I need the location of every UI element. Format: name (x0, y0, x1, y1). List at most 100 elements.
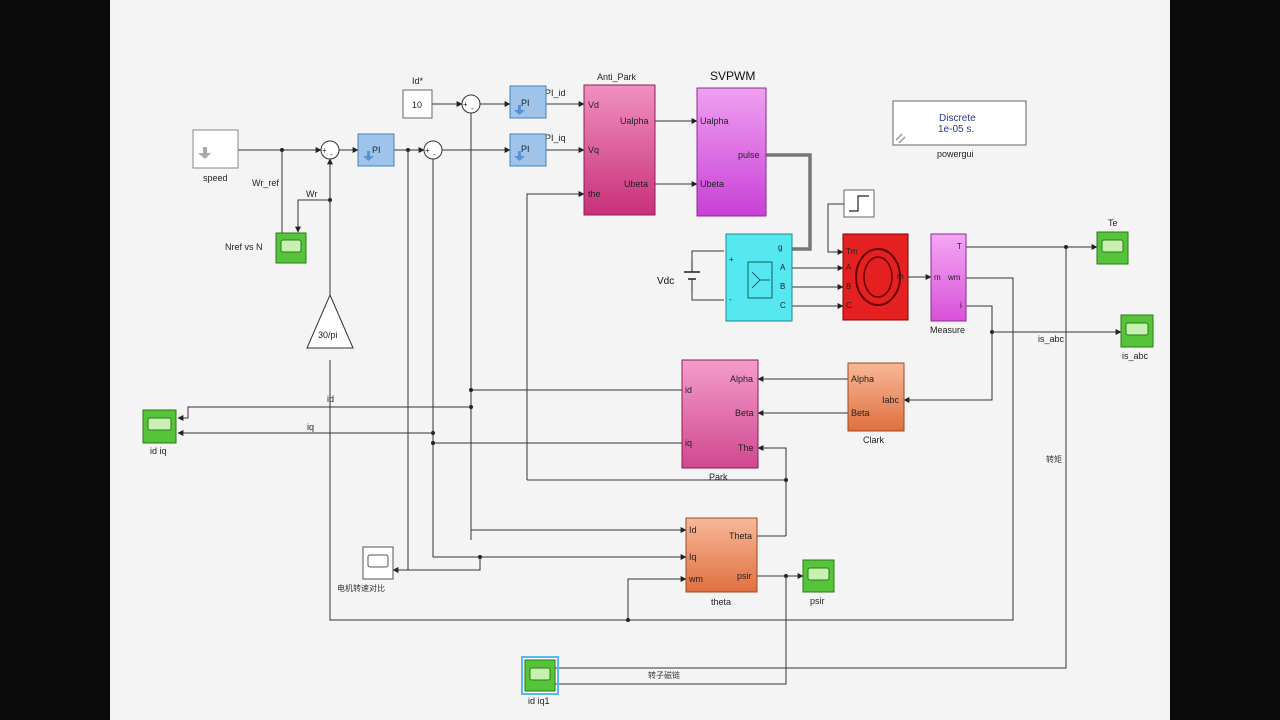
scope-nref-vs-n[interactable]: Nref vs N (225, 232, 307, 264)
theta-port-iq: Iq (689, 552, 697, 562)
scope-nref-vs-n-label: Nref vs N (225, 242, 263, 252)
step-icon (849, 195, 869, 212)
pmsm-motor-block[interactable]: Tm A B C m (842, 233, 909, 321)
inverter-block[interactable]: g A B C + - (725, 233, 793, 322)
anti-park-block[interactable]: Anti_Park Vd Vq the Ualpha Ubeta (583, 72, 656, 216)
igbt-icon (747, 261, 773, 299)
park-port-the: The (738, 443, 754, 453)
motor-port-m: m (897, 272, 904, 281)
clark-title: Clark (863, 435, 885, 445)
theta-block[interactable]: Id Iq wm Theta psir theta (685, 517, 758, 607)
label-id: id (327, 394, 334, 404)
inverter-port-minus: - (729, 295, 732, 304)
powergui-step: 1e-05 s. (938, 124, 974, 135)
label-flux-cn: 转子磁链 (648, 670, 680, 680)
scope-te[interactable]: Te (1096, 218, 1129, 265)
anti-park-port-the: the (588, 189, 601, 199)
motor-port-b: B (846, 282, 851, 291)
label-iq: iq (307, 422, 314, 432)
svpwm-port-ualpha: Ualpha (700, 116, 729, 126)
gain-30-pi[interactable]: 30/pi (306, 293, 354, 349)
label-is-abc: is_abc (1038, 334, 1065, 344)
svg-text:+: + (425, 146, 430, 155)
vdc-label: Vdc (657, 276, 674, 287)
powergui-block[interactable]: Discrete 1e-05 s. powergui (892, 100, 1027, 159)
scope-id-iq-label: id iq (150, 446, 167, 456)
svg-text:+: + (322, 146, 327, 155)
pi-id[interactable]: PI (509, 85, 547, 119)
scope-icon (807, 567, 830, 581)
sum-speed-error[interactable]: +- (320, 140, 340, 160)
motor-icon (855, 248, 901, 306)
anti-park-port-ualpha: Ualpha (620, 116, 649, 126)
svg-text:-: - (433, 150, 436, 159)
id-ref-name: Id* (412, 76, 424, 86)
measure-port-m: m (934, 273, 941, 282)
scope-speed-compare-label: 电机转速对比 (337, 583, 385, 593)
speed-label: speed (203, 173, 228, 183)
anti-park-port-vd: Vd (588, 100, 599, 110)
park-port-alpha: Alpha (730, 374, 753, 384)
scope-id-iq[interactable]: id iq (142, 409, 177, 456)
measure-block[interactable]: m T wm i Measure (930, 233, 967, 335)
motor-port-tm: Tm (846, 247, 858, 256)
sum-id-error[interactable]: +- (461, 94, 481, 114)
park-port-beta: Beta (735, 408, 754, 418)
measure-port-i: i (960, 301, 962, 310)
inverter-port-c: C (780, 301, 786, 310)
anti-park-title: Anti_Park (597, 72, 637, 82)
motor-port-c: C (846, 301, 852, 310)
powergui-label: powergui (937, 149, 974, 159)
inverter-port-g: g (778, 243, 782, 252)
clark-port-beta: Beta (851, 408, 870, 418)
motor-port-a: A (846, 263, 852, 272)
svg-text:+: + (463, 100, 468, 109)
scope-icon (1125, 322, 1149, 336)
label-wr-ref: Wr_ref (252, 178, 279, 188)
inverter-port-b: B (780, 282, 785, 291)
link-icon (895, 133, 906, 144)
scope-icon (1101, 239, 1124, 253)
measure-title: Measure (930, 325, 965, 335)
park-port-id: id (685, 385, 692, 395)
pi-iq[interactable]: PI (509, 133, 547, 167)
signal-wires (177, 101, 1122, 687)
id-ref-value: 10 (412, 100, 422, 110)
svg-text:-: - (330, 150, 333, 159)
pi-speed[interactable]: PI (357, 133, 395, 167)
step-source[interactable] (843, 189, 875, 218)
clark-block[interactable]: Alpha Beta Iabc Clark (847, 362, 905, 445)
scope-id-iq1-label: id iq1 (528, 696, 550, 706)
gain-label: 30/pi (318, 330, 338, 340)
scope-icon (147, 417, 172, 431)
clark-port-alpha: Alpha (851, 374, 874, 384)
park-title: Park (709, 472, 728, 482)
scope-is-abc[interactable]: is_abc (1120, 314, 1154, 361)
scope-id-iq1[interactable]: id iq1 (521, 656, 559, 706)
scope-icon (280, 239, 302, 253)
scope-psir[interactable]: psir (802, 559, 835, 606)
arrow-down-icon (198, 147, 211, 159)
scope-speed-compare[interactable]: 电机转速对比 (337, 546, 394, 593)
vdc-source[interactable]: Vdc (657, 262, 700, 290)
powergui-mode: Discrete (939, 113, 976, 124)
theta-port-psir: psir (737, 571, 752, 581)
scope-icon (367, 554, 389, 568)
svpwm-block[interactable]: SVPWM Ualpha Ubeta pulse (696, 69, 767, 217)
scope-te-label: Te (1108, 218, 1118, 228)
inverter-port-plus: + (729, 255, 734, 264)
speed-source[interactable]: speed (192, 129, 239, 183)
anti-park-port-ubeta: Ubeta (624, 179, 648, 189)
inverter-port-a: A (780, 263, 786, 272)
scope-icon (529, 667, 551, 681)
park-block[interactable]: id iq Alpha Beta The Park (681, 359, 759, 482)
label-pi-iq: PI_iq (545, 133, 566, 143)
svpwm-port-pulse: pulse (738, 150, 760, 160)
anti-park-port-vq: Vq (588, 145, 599, 155)
id-ref-constant[interactable]: Id* 10 (402, 76, 433, 119)
sum-iq-error[interactable]: +- (423, 140, 443, 160)
svpwm-title: SVPWM (710, 69, 755, 83)
svg-text:-: - (471, 104, 474, 113)
label-pi-id: PI_id (545, 88, 566, 98)
